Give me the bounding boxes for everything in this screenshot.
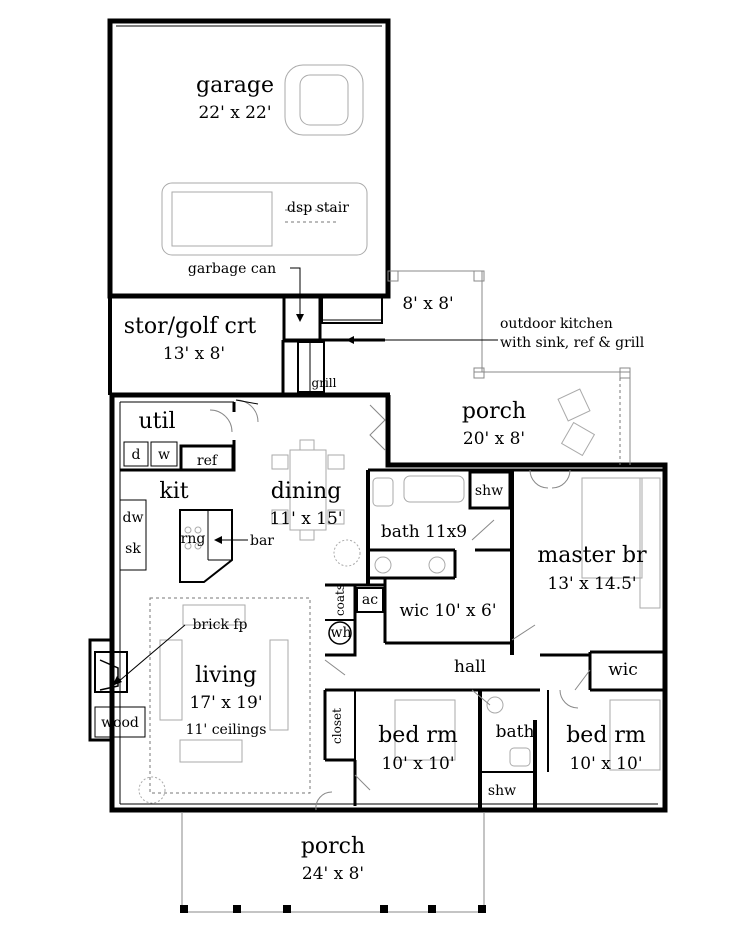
- dining-name: dining: [271, 479, 342, 504]
- dining-size: 11' x 15': [269, 509, 342, 529]
- hall-label: hall: [454, 657, 486, 677]
- wic2-label: wic: [608, 660, 638, 680]
- ref-label: ref: [197, 453, 219, 469]
- doors: [209, 399, 591, 811]
- shw2-label: shw: [488, 783, 516, 799]
- patio-size: 8' x 8': [402, 294, 453, 314]
- brick-fp-label: brick fp: [192, 617, 247, 633]
- living-name: living: [195, 663, 257, 688]
- dryer-label: d: [132, 447, 141, 463]
- grill-label: grill: [312, 376, 337, 390]
- closet-label: closet: [330, 708, 344, 744]
- wh-label: wh: [331, 625, 352, 641]
- kit-label: kit: [159, 479, 188, 504]
- outdoor-kitchen-line1: outdoor kitchen: [500, 316, 613, 332]
- bath2-label: bath: [496, 722, 535, 742]
- util-label: util: [138, 409, 175, 434]
- shw-master-label: shw: [475, 483, 503, 499]
- living-size: 17' x 19': [189, 693, 262, 713]
- coats-label: coats: [333, 584, 347, 616]
- leaders: [112, 267, 498, 686]
- bed2-name: bed rm: [566, 723, 646, 748]
- living-note: 11' ceilings: [186, 722, 267, 738]
- porch-front-size: 24' x 8': [302, 864, 364, 884]
- ac-label: ac: [362, 592, 378, 608]
- washer-label: w: [158, 447, 170, 463]
- master-name: master br: [537, 543, 647, 568]
- master-size: 13' x 14.5': [547, 574, 636, 594]
- stor-size: 13' x 8': [163, 344, 225, 364]
- bed1-size: 10' x 10': [381, 754, 454, 774]
- porches: [180, 270, 631, 913]
- garbage-can-label: garbage can: [188, 261, 276, 277]
- bath-master-label: bath 11x9: [381, 522, 467, 542]
- wic-master-label: wic 10' x 6': [399, 601, 496, 621]
- bar-label: bar: [250, 533, 274, 549]
- garage-size: 22' x 22': [198, 103, 271, 123]
- wood-label: wood: [101, 715, 139, 731]
- garage-name: garage: [196, 73, 274, 98]
- porch-rear-size: 20' x 8': [463, 429, 525, 449]
- dsp-stair-label: dsp stair: [287, 200, 349, 216]
- dw-label: dw: [123, 510, 144, 526]
- porch-front-name: porch: [301, 834, 365, 859]
- outdoor-kitchen-line2: with sink, ref & grill: [500, 335, 645, 351]
- sk-label: sk: [125, 541, 141, 557]
- porch-rear-name: porch: [462, 399, 526, 424]
- labels: garage 22' x 22' dsp stair garbage can s…: [101, 73, 647, 884]
- bed2-size: 10' x 10': [569, 754, 642, 774]
- walls: [88, 18, 668, 813]
- bed1-name: bed rm: [378, 723, 458, 748]
- rng-label: rng: [181, 531, 206, 547]
- stor-name: stor/golf crt: [124, 314, 257, 339]
- fixtures: [138, 64, 661, 804]
